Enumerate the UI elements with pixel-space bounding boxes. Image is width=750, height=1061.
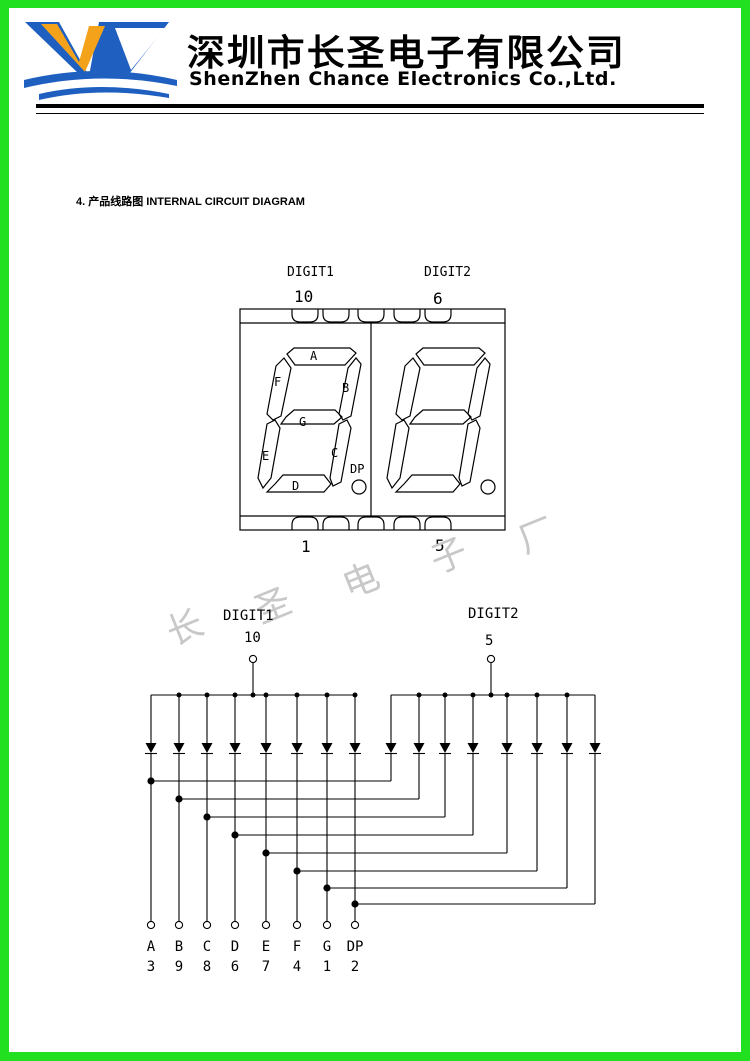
segment-f [266,357,292,421]
diode-digit2 [385,743,397,753]
segment-terminal [322,920,332,930]
segment-name-label: E [262,939,270,955]
header-rule-thick [36,104,704,108]
decimal-point-2 [480,479,496,495]
segment-label-f: F [274,375,281,389]
segment-terminal [292,920,302,930]
circuit-pin-labels: A 3 B 9 C 8 D 6 E 7 F 4 G 1 DP 2 [147,939,364,975]
pin-number-label: 4 [293,959,301,975]
digit1-segments [257,347,367,495]
diode-digit1 [321,743,333,753]
bottom-pin-label-left: 1 [301,537,311,556]
diode-digit2 [413,743,425,753]
digit2-segments [386,347,496,495]
led-package-drawing: DIGIT1 DIGIT2 10 6 [239,265,506,556]
watermark: 长 圣 电 子 厂 [161,511,562,655]
top-pin-label-left: 10 [294,287,313,306]
section-title: 4. 产品线路图 INTERNAL CIRCUIT DIAGRAM [76,196,305,208]
digit2-common-terminal [486,654,496,664]
header: 深圳市长圣电子有限公司 ShenZhen Chance Electronics … [9,8,741,124]
bus-junction [250,692,256,698]
diode-digit1 [145,743,157,753]
company-logo [24,22,177,100]
segment-name-label: D [231,939,239,955]
diode-digit1 [349,743,361,753]
schematic-digit1-pin: 10 [244,630,261,646]
schematic-digit2-pin: 5 [485,633,493,649]
crosslink-junction [293,867,301,875]
pin-number-label: 1 [323,959,331,975]
segment-name-label: DP [347,939,364,955]
segment-name-label: C [203,939,211,955]
top-pin-label-right: 6 [433,289,443,308]
segment-label-b: B [342,381,349,395]
segment-label-g: G [299,415,306,429]
diode-digit1 [201,743,213,753]
diode-digit2 [439,743,451,753]
crosslink-junction [231,831,239,839]
bus-junction [488,692,494,698]
segment-label-dp: DP [350,462,364,476]
pin-number-label: 6 [231,959,239,975]
decimal-point-1 [351,479,367,495]
diode-digit2 [589,743,601,753]
crosslink-junction [323,884,331,892]
schematic-digit1-label: DIGIT1 [223,608,274,624]
segment-d [265,474,332,493]
segment-terminal [350,920,360,930]
segment-terminal [146,920,156,930]
diode-digit2 [501,743,513,753]
segment-label-e: E [262,449,269,463]
datasheet-page: 深圳市长圣电子有限公司 ShenZhen Chance Electronics … [9,8,741,1052]
diode-digit1 [291,743,303,753]
digit1-label: DIGIT1 [287,265,334,280]
segment-name-label: B [175,939,183,955]
segment-terminal [230,920,240,930]
pin-number-label: 3 [147,959,155,975]
segment-label-a: A [310,349,318,363]
diode-digit2 [561,743,573,753]
segment-terminal [174,920,184,930]
pin-number-label: 9 [175,959,183,975]
diode-digit2 [531,743,543,753]
diode-digit1 [229,743,241,753]
crosslink-junction [203,813,211,821]
segment-a [286,347,357,366]
segment-name-label: F [293,939,301,955]
company-name-en: ShenZhen Chance Electronics Co.,Ltd. [189,68,617,90]
segment-g [279,409,343,425]
schematic-digit2-label: DIGIT2 [468,606,519,622]
digit1-segment-labels: A B C D E F G DP [262,349,364,493]
pin-number-label: 2 [351,959,359,975]
company-name-cn: 深圳市长圣电子有限公司 [187,33,626,74]
segment-terminal [202,920,212,930]
internal-circuit-schematic: DIGIT1 10 DIGIT2 5 A 3 B 9 C 8 D 6 E 7 F 4 G 1 DP 2 [145,606,601,975]
pin-number-label: 8 [203,959,211,975]
crosslink-junction [175,795,183,803]
circuit-wiring [145,654,601,930]
segment-c [329,419,352,487]
diode-digit1 [173,743,185,753]
diode-digit1 [260,743,272,753]
header-rule-thin [36,113,704,114]
segment-label-d: D [292,479,299,493]
package-outline [239,308,506,531]
segment-terminal [261,920,271,930]
pin-number-label: 7 [262,959,270,975]
crosslink-junction [351,900,359,908]
segment-name-label: A [147,939,156,955]
crosslink-junction [147,777,155,785]
diode-digit2 [467,743,479,753]
digit1-common-terminal [248,654,258,664]
segment-label-c: C [331,446,338,460]
digit2-label: DIGIT2 [424,265,471,280]
segment-e [257,419,281,490]
segment-name-label: G [323,939,331,955]
bottom-pin-label-right: 5 [435,536,445,555]
crosslink-junction [262,849,270,857]
